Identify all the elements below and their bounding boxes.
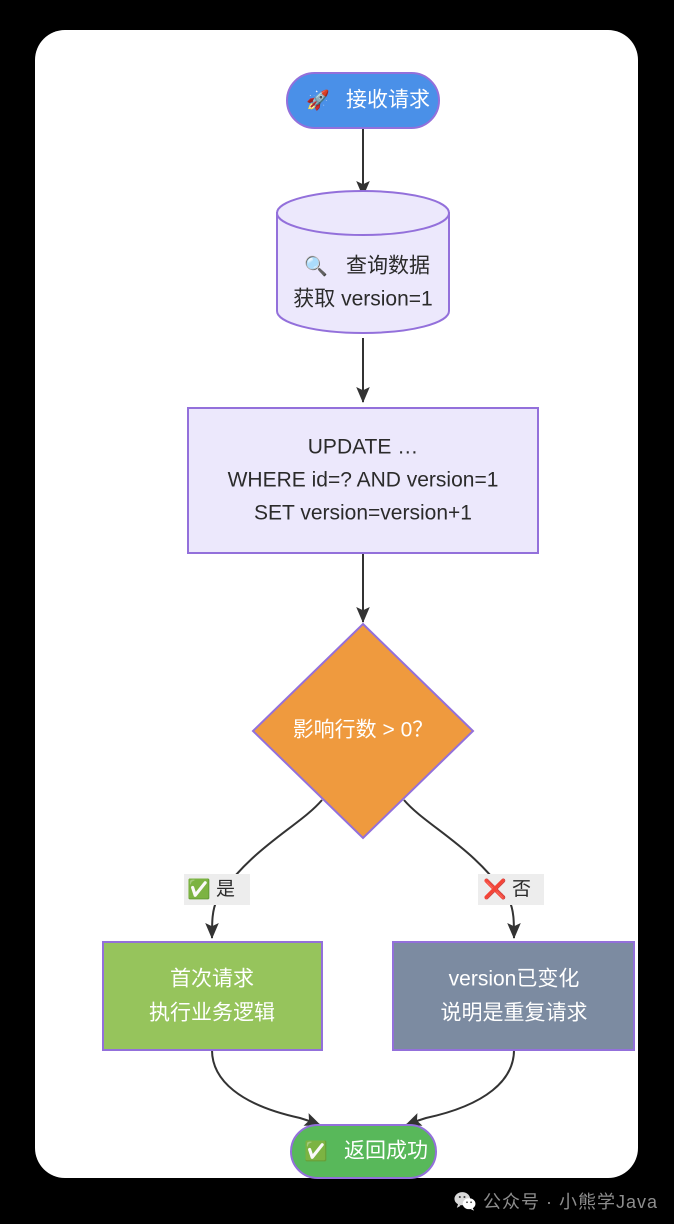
node-query-database[interactable]: 🔍 查询数据 获取 version=1 — [276, 190, 450, 334]
node-start[interactable]: 🚀 接收请求 — [286, 72, 440, 129]
rocket-icon: 🚀 — [306, 89, 330, 112]
edge-label-yes-text: 是 — [216, 879, 235, 900]
node-update-line3: SET version=version+1 — [254, 502, 472, 525]
node-first-request-line1: 首次请求 — [170, 968, 254, 991]
wechat-icon — [454, 1191, 476, 1211]
edge-label-yes: ✅ 是 — [184, 874, 250, 905]
check-icon: ✅ — [304, 1140, 328, 1163]
node-decision-label: 影响行数 > 0？ — [293, 719, 434, 742]
edge-first-request-to-end — [211, 1049, 321, 1126]
watermark-text: 公众号 · 小熊学Java — [482, 1192, 658, 1212]
node-duplicate-request-line1: version已变化 — [449, 968, 580, 991]
node-duplicate-request-line2: 说明是重复请求 — [441, 1002, 588, 1025]
node-duplicate-request[interactable]: version已变化 说明是重复请求 — [392, 941, 635, 1051]
node-update-line2: WHERE id=? AND version=1 — [228, 469, 499, 492]
check-icon: ✅ — [187, 878, 211, 901]
edge-decision-to-first-request — [205, 799, 323, 939]
edge-duplicate-request-to-end — [405, 1049, 515, 1126]
edge-decision-to-duplicate-request — [403, 799, 521, 939]
node-query-line1: 查询数据 — [346, 255, 430, 278]
node-update-statement[interactable]: UPDATE … WHERE id=? AND version=1 SET ve… — [187, 407, 539, 554]
node-start-label: 接收请求 — [346, 89, 430, 112]
cross-icon: ❌ — [483, 878, 507, 901]
node-first-request-line2: 执行业务逻辑 — [149, 1002, 275, 1025]
node-query-line2: 获取 version=1 — [293, 288, 432, 311]
node-decision-affected-rows[interactable]: 影响行数 > 0？ — [251, 622, 475, 840]
edge-label-no: ❌ 否 — [478, 874, 544, 905]
edge-label-no-text: 否 — [512, 879, 531, 900]
node-end-label: 返回成功 — [344, 1140, 428, 1163]
node-end-success[interactable]: ✅ 返回成功 — [290, 1124, 437, 1179]
watermark: 公众号 · 小熊学Java — [454, 1188, 658, 1214]
node-update-line1: UPDATE … — [308, 436, 418, 459]
node-first-request[interactable]: 首次请求 执行业务逻辑 — [102, 941, 323, 1051]
magnifier-icon: 🔍 — [304, 254, 328, 278]
